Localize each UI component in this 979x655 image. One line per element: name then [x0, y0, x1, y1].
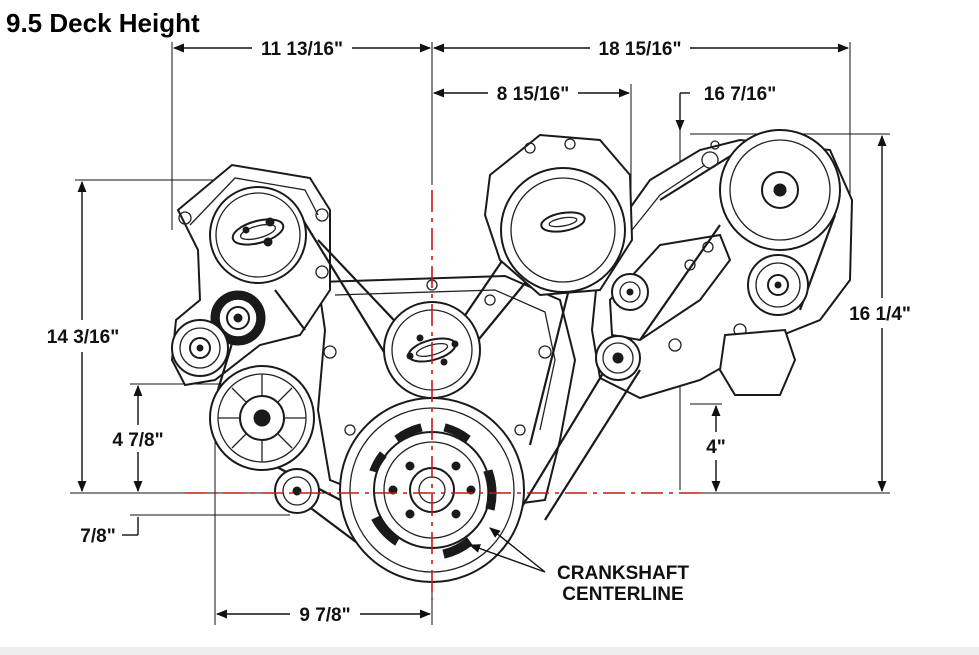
power-steering-pulley [209, 186, 307, 284]
left-tensioner-pulley [210, 290, 266, 346]
dimension-lines [77, 43, 887, 619]
upper-right-pulley [701, 129, 841, 251]
dim-18-15-16: 18 15/16" [599, 39, 682, 60]
dim-16-1-4: 16 1/4" [849, 304, 911, 325]
dim-9-7-8: 9 7/8" [299, 605, 350, 626]
crank-damper-pulley [339, 397, 525, 583]
dim-8-15-16: 8 15/16" [497, 84, 569, 105]
lower-left-pulley [209, 365, 315, 471]
dimension-labels: 11 13/16" 18 15/16" 8 15/16" 16 7/16" 14… [47, 39, 911, 626]
dim-4: 4" [706, 437, 726, 458]
right-idler-pulley [747, 254, 809, 316]
dim-7-8: 7/8" [80, 526, 115, 547]
left-idler-pulley [171, 319, 229, 377]
callout-line-2: CENTERLINE [562, 584, 683, 605]
callout-line-1: CRANKSHAFT [557, 563, 689, 584]
crankshaft-centerline-callout: CRANKSHAFT CENTERLINE [557, 563, 689, 605]
bottom-left-idler [274, 468, 320, 514]
dim-16-7-16: 16 7/16" [704, 84, 776, 105]
page-title: 9.5 Deck Height [6, 8, 200, 38]
dim-14-3-16: 14 3/16" [47, 327, 119, 348]
dim-4-7-8: 4 7/8" [112, 430, 163, 451]
crankshaft-centerlines [185, 190, 705, 600]
upper-center-pulley [483, 133, 634, 297]
center-tensioner [611, 273, 649, 311]
dim-11-13-16: 11 13/16" [261, 39, 343, 60]
callout-leaders [468, 527, 546, 573]
lower-right-idler [595, 335, 641, 381]
bottom-edge-bar [0, 647, 979, 655]
